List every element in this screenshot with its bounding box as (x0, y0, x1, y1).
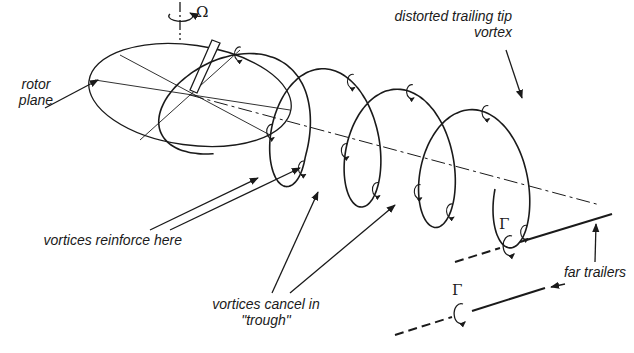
vortex-swirl (267, 124, 274, 138)
leader-line (170, 168, 300, 230)
callout-label: distorted trailing tip vortex (390, 8, 512, 40)
vortex-swirl (347, 74, 354, 88)
leader-line (595, 224, 596, 262)
vortex-swirl (372, 183, 379, 197)
rotation-arrow (169, 13, 193, 21)
vortex-swirl (298, 161, 305, 175)
vortex-swirl (414, 185, 421, 199)
far-trailer (520, 214, 612, 242)
leader-line (272, 192, 318, 293)
vortex-swirl (521, 225, 528, 239)
leader-line (150, 178, 258, 230)
disc-axis (120, 55, 270, 135)
leader-line (506, 50, 522, 98)
wake-axis (190, 95, 600, 205)
rotor-blade (190, 40, 220, 93)
callout-label: rotor plane (12, 76, 60, 108)
vortex-swirl (341, 144, 348, 158)
vortex-swirl (235, 47, 242, 61)
far-trailer (395, 317, 452, 335)
callout-label: vortices reinforce here (6, 232, 182, 248)
leader-line (290, 205, 395, 293)
vortex-swirl (454, 304, 465, 324)
leader-line (551, 284, 565, 287)
callout-label: vortices cancel in "trough" (196, 296, 336, 328)
rotation-symbol: Ω (196, 4, 216, 20)
vortex-swirl (447, 204, 454, 218)
tip-vortex-helix (159, 53, 530, 247)
circulation-symbol: Γ (499, 216, 519, 232)
callout-label: far trailers (560, 264, 630, 280)
vortex-swirl (482, 105, 489, 119)
far-trailer (472, 288, 545, 311)
far-trailer (455, 248, 500, 262)
vortex-swirl (407, 85, 414, 99)
circulation-symbol: Γ (452, 282, 472, 298)
